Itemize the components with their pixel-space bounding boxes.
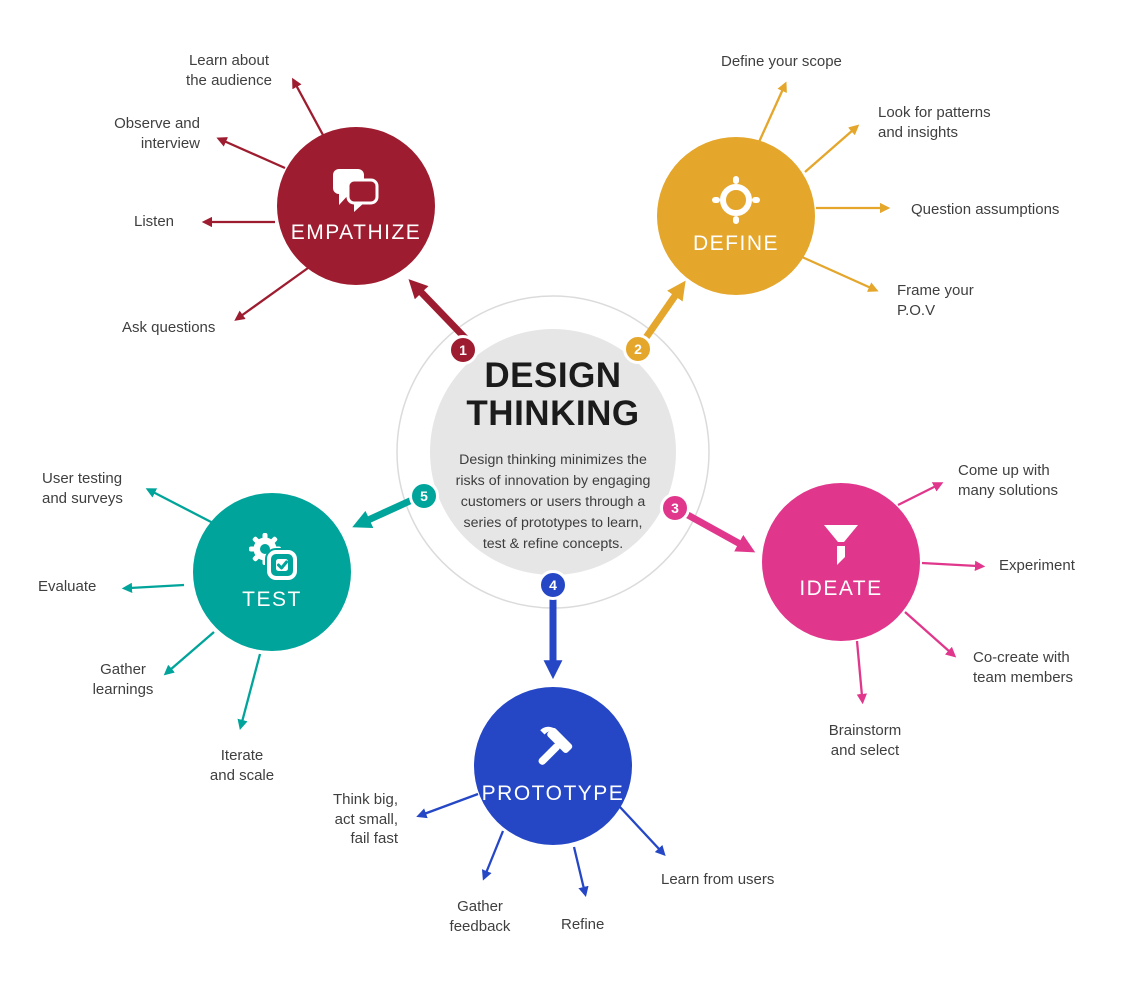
stage-circle-define: DEFINE [657,137,815,295]
stage-number-badge-5: 5 [409,481,439,511]
define-item-1: Look for patterns and insights [878,104,991,141]
item-arrow [416,792,479,819]
funnel-icon [824,524,858,565]
item-arrow [921,560,986,572]
center-circle: DESIGN THINKING Design thinking minimize… [430,329,676,575]
item-arrow [234,267,309,321]
item-arrow [804,124,860,173]
item-arrow [801,255,879,292]
item-arrow [163,631,215,676]
item-arrow [216,137,286,170]
page-title: DESIGN THINKING [466,356,640,433]
stage-label: IDEATE [799,576,883,600]
ideate-arrows [684,482,986,705]
prototype-item-3: Learn from users [661,871,775,888]
item-arrow [237,653,262,731]
item-arrow [481,830,505,881]
stage-label: DEFINE [692,232,779,255]
test-arrows [121,488,414,731]
hammer-icon [538,726,573,765]
stage-label: PROTOTYPE [481,782,625,805]
item-arrow [572,846,589,898]
define-arrows [642,81,891,341]
stage-circle-ideate: IDEATE [762,483,920,641]
ideate-item-2: Co-create with team members [973,649,1074,686]
item-arrow [897,482,944,507]
empathize-item-3: Ask questions [122,319,216,336]
stage-number-badge-3: 3 [660,493,690,523]
define-item-0: Define your scope [721,53,842,70]
ideate-item-0: Come up with many solutions [958,462,1059,499]
prototype-item-2: Refine [561,916,605,933]
define-item-3: Frame your P.O.V [897,282,974,319]
stage-label: EMPATHIZE [290,220,422,244]
center-description: Design thinking minimizes the risks of i… [455,452,651,552]
prototype-arrows [416,598,666,898]
test-item-3: Iterate and scale [209,747,275,784]
item-arrow [292,77,325,136]
test-item-2: Gather learnings [92,661,154,698]
item-arrow [618,805,666,857]
stage-circle-prototype: PROTOTYPE [474,687,632,845]
define-item-2: Question assumptions [911,201,1060,218]
empathize-item-2: Listen [134,213,175,230]
stage-number-badge-1: 1 [448,335,478,365]
stage-connector-arrow [408,279,473,346]
empathize-item-0: Learn about the audience [186,52,272,89]
stage-connector-arrow [642,280,686,341]
item-arrow [904,611,957,658]
stage-label: TEST [242,588,302,611]
stage-circle-empathize: EMPATHIZE [277,127,435,285]
prototype-item-0: Think big, act small, fail fast [332,791,398,847]
item-arrow [757,81,787,143]
stage-connector-arrow [684,510,756,553]
ideate-item-3: Brainstorm and select [828,722,902,759]
stage-circle-test: TEST [193,493,351,651]
item-arrow [121,582,185,594]
stage-number-badge-2: 2 [623,334,653,364]
prototype-item-1: Gather feedback [449,898,511,935]
empathize-item-1: Observe and interview [114,115,200,152]
test-item-1: Evaluate [38,578,97,595]
item-arrow [855,640,867,705]
empathize-arrows [201,77,473,346]
test-item-0: User testing and surveys [42,470,123,507]
speech-bubbles-icon [333,168,379,212]
gear-check-icon [249,533,298,580]
stage-number-badge-4: 4 [538,570,568,600]
target-icon [712,176,760,224]
ideate-item-1: Experiment [999,557,1075,574]
item-arrow [145,488,214,525]
stage-connector-arrow [352,496,414,529]
